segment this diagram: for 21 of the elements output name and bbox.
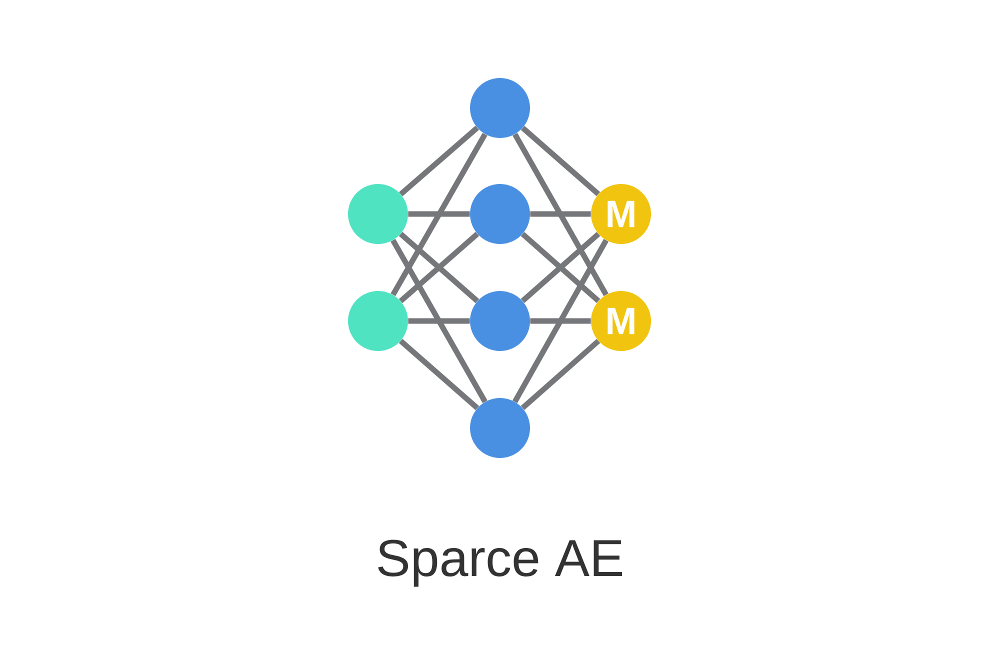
neuron-circle xyxy=(470,184,530,244)
connection-line xyxy=(520,338,600,410)
neuron-circle xyxy=(470,291,530,351)
line-crossing xyxy=(520,231,602,304)
connection-line xyxy=(408,211,470,217)
connection-line xyxy=(512,238,609,404)
connection-line xyxy=(530,211,591,217)
neuron-circle xyxy=(348,291,408,351)
connection-line xyxy=(530,318,591,324)
neuron-circle xyxy=(470,78,530,138)
connection-line xyxy=(390,238,488,404)
connection-line xyxy=(390,132,488,296)
connection-line xyxy=(398,338,480,410)
connection-line xyxy=(512,132,608,296)
connection-line xyxy=(520,126,600,196)
neuron-circle xyxy=(470,398,530,458)
line-crossing xyxy=(398,231,480,304)
neuron-circle xyxy=(348,184,408,244)
connection-line xyxy=(408,318,470,324)
connection-line xyxy=(399,126,480,196)
title: Sparce AE xyxy=(378,540,622,587)
